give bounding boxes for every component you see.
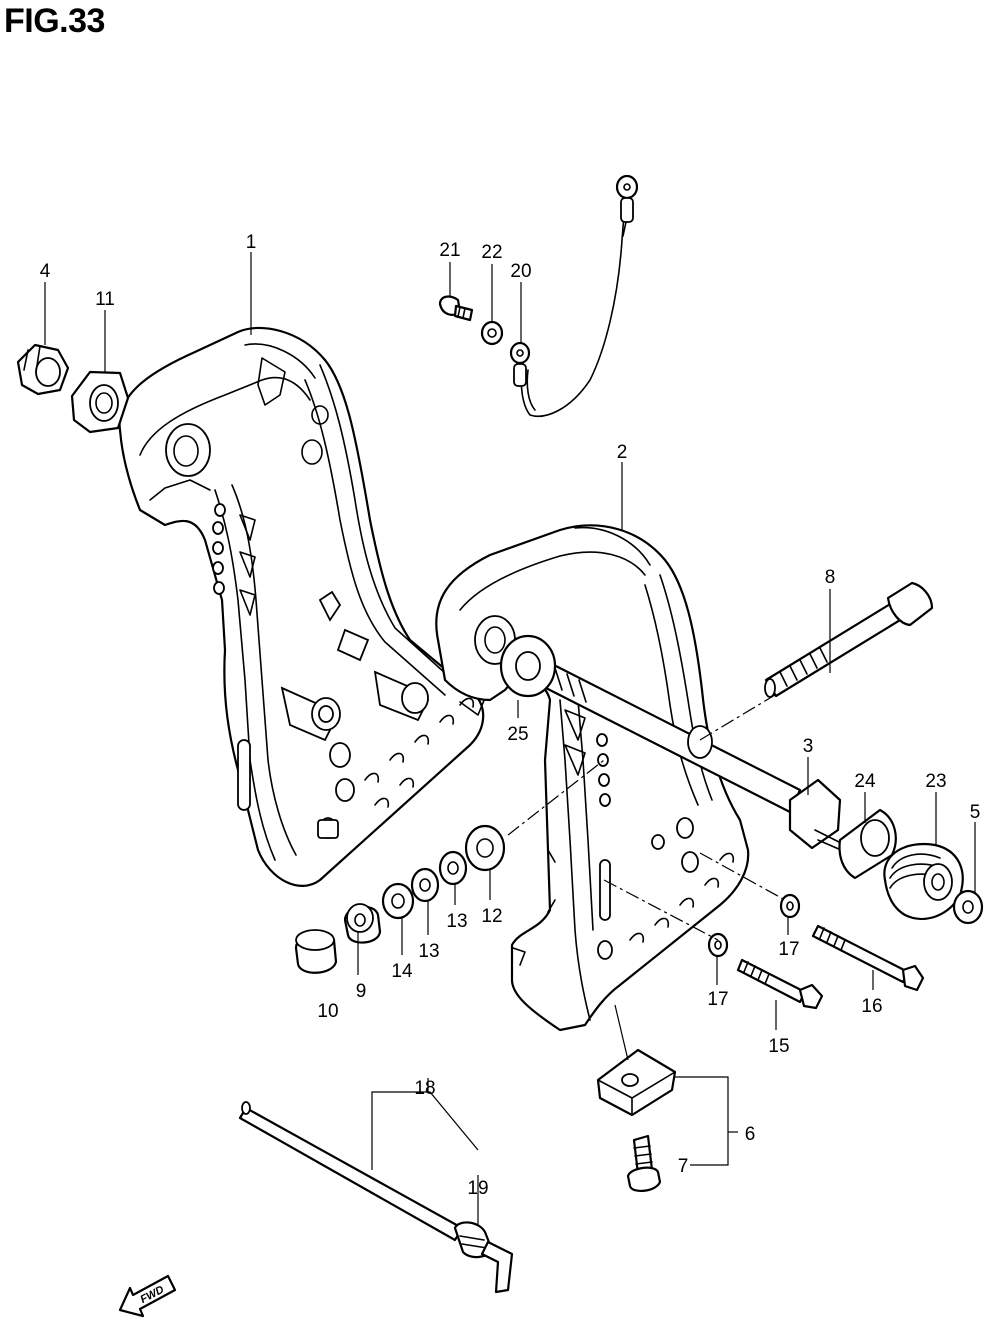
callout-7: 7: [678, 1156, 689, 1177]
callout-5: 5: [970, 802, 981, 823]
callout-13a: 13: [418, 941, 439, 962]
washer-12: [464, 824, 506, 872]
callout-13b: 13: [446, 911, 467, 932]
cap-nut: [16, 343, 70, 396]
callout-9: 9: [356, 981, 367, 1002]
washer-14: [381, 882, 415, 920]
tilt-shaft: [499, 634, 802, 814]
clamp-pad: [596, 1048, 677, 1117]
ground-screw: [438, 295, 474, 322]
clamp-screw: [626, 1134, 662, 1192]
callout-25: 25: [507, 724, 528, 745]
callout-14: 14: [391, 961, 413, 982]
washer-13a: [410, 867, 440, 903]
callout-16: 16: [861, 996, 882, 1017]
fwd-arrow-icon: FWD: [118, 1274, 177, 1318]
callout-4: 4: [40, 261, 51, 282]
callout-12: 12: [481, 906, 502, 927]
callout-11: 11: [95, 289, 115, 310]
callout-6: 6: [745, 1124, 756, 1145]
lock-washer: [480, 320, 504, 346]
clamp-bracket-right: [435, 524, 750, 1032]
callout-17a: 17: [778, 939, 799, 960]
callout-1: 1: [246, 232, 257, 253]
callout-22: 22: [481, 242, 502, 263]
callout-17b: 17: [707, 989, 728, 1010]
callout-numbers: 1 2 3 4 5 6 7 8 9 10 11 12 13 13 14 15 1…: [40, 232, 981, 1199]
callout-19: 19: [467, 1178, 488, 1199]
cap-10: [294, 929, 338, 974]
callout-8: 8: [825, 567, 836, 588]
callout-3: 3: [803, 736, 814, 757]
long-bolt: [764, 581, 934, 698]
hex-nut: [70, 370, 130, 434]
washer-13b: [438, 850, 468, 886]
callout-10: 10: [317, 1001, 338, 1022]
tilt-knob: [883, 842, 964, 920]
callout-18: 18: [414, 1078, 435, 1099]
washer-17b: [707, 932, 729, 958]
callout-24: 24: [854, 771, 876, 792]
callout-21: 21: [439, 240, 460, 261]
leader-lines: [44, 252, 976, 1225]
washer-5: [952, 889, 984, 925]
callout-2: 2: [617, 442, 628, 463]
shaft-nut: [788, 778, 849, 854]
callout-15: 15: [768, 1036, 789, 1057]
callout-23: 23: [925, 771, 946, 792]
washer-17a: [779, 893, 801, 919]
figure-title: FIG.33: [4, 2, 105, 40]
bolt-16: [811, 924, 925, 992]
clamp-bracket-left: [118, 326, 486, 887]
bushing-9: [343, 903, 382, 944]
callout-20: 20: [510, 261, 531, 282]
washer-5-hole: [962, 900, 974, 914]
ground-wire: [509, 174, 639, 417]
bolt-15: [736, 958, 824, 1010]
tilt-rod: [238, 1101, 514, 1294]
